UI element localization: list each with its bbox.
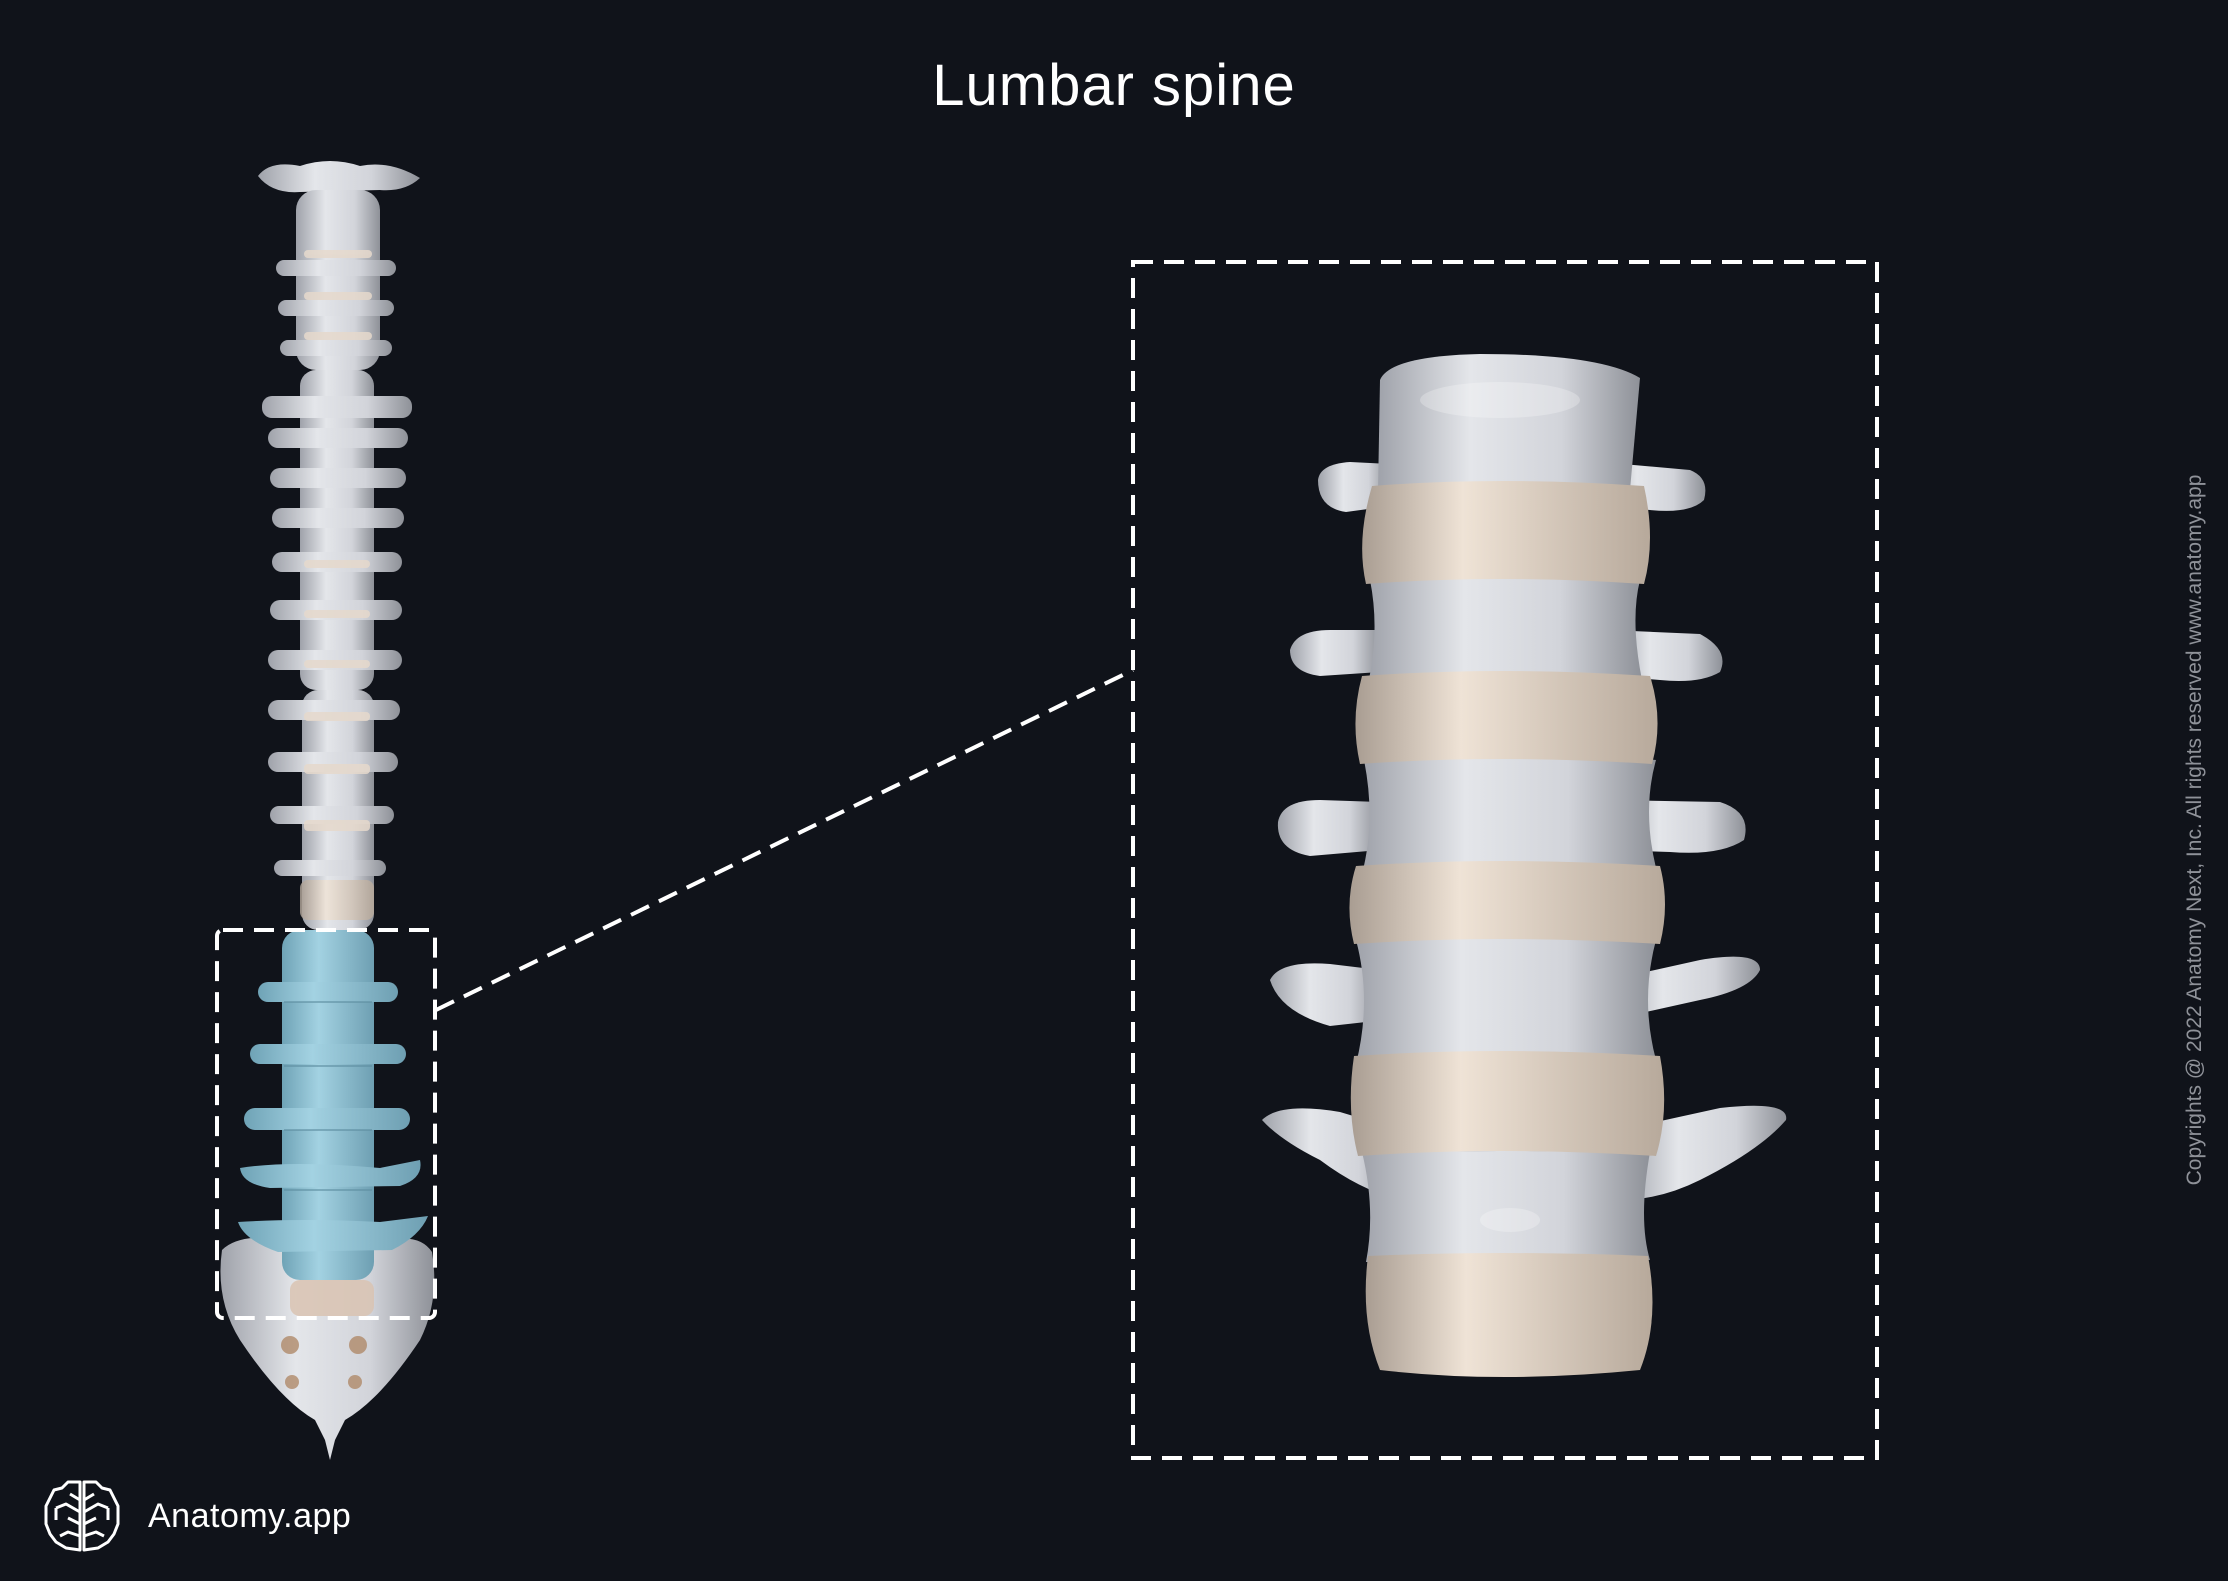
page-title: Lumbar spine — [932, 53, 1296, 118]
lumbar-closeup-figure — [1262, 354, 1787, 1377]
lumbar-vertebrae-highlighted — [238, 930, 428, 1280]
vertebral-body-L3 — [1362, 755, 1656, 874]
intervertebral-disc-L2-L3 — [1355, 671, 1658, 764]
brain-icon — [44, 1480, 120, 1552]
cervical-thoracic-vertebrae — [262, 190, 412, 930]
sacrum — [220, 1237, 435, 1460]
transverse-process-L2 — [1290, 630, 1380, 676]
intervertebral-disc-L5-S1 — [1365, 1253, 1653, 1377]
intervertebral-disc-L4-L5 — [1350, 1051, 1665, 1156]
vertebral-body-L5 — [1362, 1151, 1650, 1262]
closeup-frame — [1131, 260, 1879, 1460]
transverse-process-L4 — [1270, 963, 1384, 1026]
brand-logo[interactable]: Anatomy.app — [40, 1476, 351, 1556]
intervertebral-disc-L3-L4 — [1349, 861, 1665, 944]
zoom-connector-line — [435, 668, 1134, 1012]
brand-name: Anatomy.app — [148, 1496, 352, 1535]
vertebral-body-L1 — [1378, 354, 1640, 492]
vertebral-body-L2 — [1368, 575, 1642, 684]
full-spine-figure — [220, 161, 435, 1460]
lumbar-region-selector-box — [215, 928, 437, 1320]
intervertebral-disc-L1-L2 — [1362, 481, 1650, 584]
transverse-process-L3 — [1277, 800, 1380, 856]
copyright-notice: Copyrights @ 2022 Anatomy Next, Inc. All… — [2183, 474, 2206, 1186]
vertebral-body-L4 — [1356, 935, 1656, 1064]
